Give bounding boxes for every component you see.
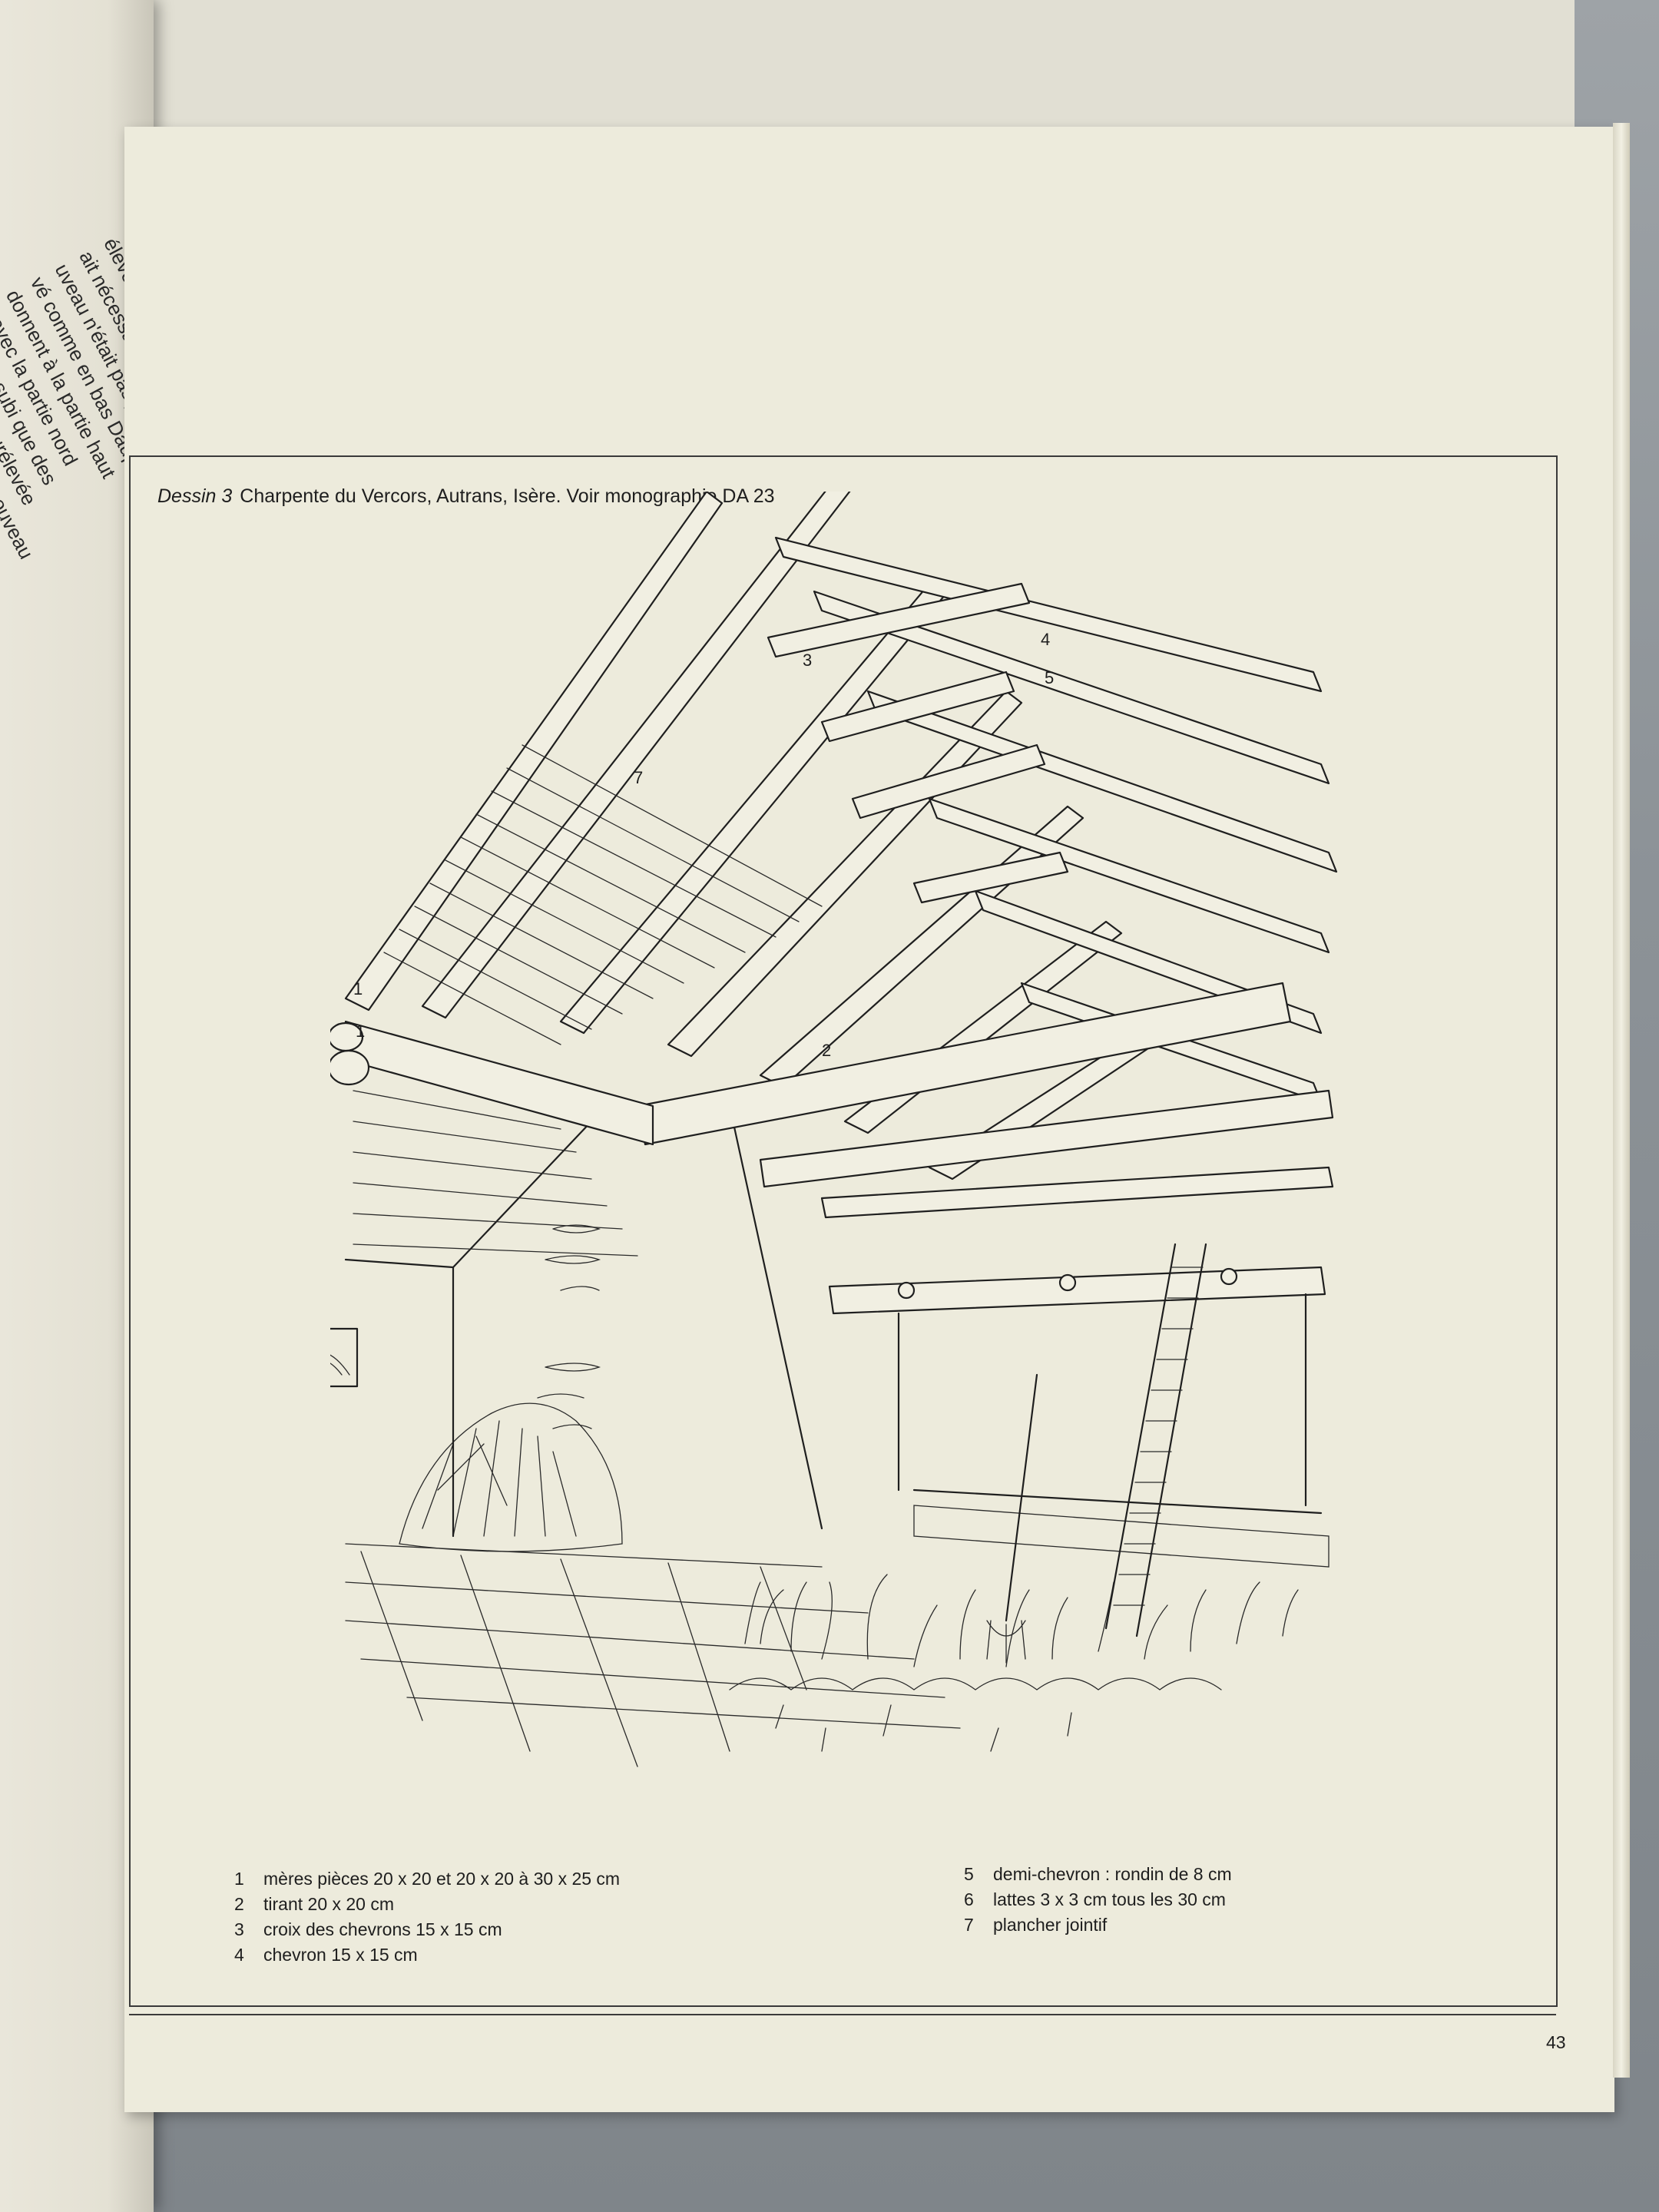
legend-text: chevron 15 x 15 cm	[263, 1945, 418, 1965]
legend-number: 7	[964, 1915, 974, 1935]
collar-beams	[767, 582, 1069, 904]
label-3: 3	[803, 651, 812, 670]
ground-planks	[345, 1543, 961, 1767]
wall-plate-logs	[330, 1022, 370, 1086]
ladder	[1104, 1243, 1207, 1637]
figure-frame	[129, 455, 1558, 2007]
legend-number: 2	[234, 1894, 244, 1914]
legend-item: 1 mères pièces 20 x 20 et 20 x 20 à 30 x …	[234, 1866, 620, 1892]
roof-frame-drawing: 4 5 3 2 6 7 1 1	[330, 492, 1338, 1767]
legend-item: 4 chevron 15 x 15 cm	[234, 1942, 620, 1968]
page-edge	[1613, 123, 1630, 2078]
legend-number: 5	[964, 1864, 974, 1884]
caption-text: Charpente du Vercors, Autrans, Isère. Vo…	[240, 485, 775, 507]
legend-item: 5 demi-chevron : rondin de 8 cm	[964, 1862, 1232, 1887]
label-1-lower: 1	[356, 1022, 365, 1041]
legend-text: plancher jointif	[993, 1915, 1108, 1935]
stone-wall	[330, 1104, 823, 1538]
label-2: 2	[822, 1041, 831, 1060]
figure-caption: Dessin 3 Charpente du Vercors, Autrans, I…	[157, 485, 775, 508]
page-number: 43	[1546, 2032, 1566, 2052]
legend-text: lattes 3 x 3 cm tous les 30 cm	[993, 1889, 1226, 1909]
legend-number: 4	[234, 1945, 244, 1965]
haystack	[399, 1402, 623, 1552]
page-rule	[129, 2014, 1556, 2015]
legend-item: 3 croix des chevrons 15 x 15 cm	[234, 1917, 620, 1942]
label-1-upper: 1	[353, 979, 363, 998]
legend-right: 5 demi-chevron : rondin de 8 cm 6 lattes 3 …	[964, 1862, 1232, 1938]
underlying-page	[115, 0, 1575, 131]
pitchfork	[986, 1373, 1038, 1664]
legend-text: tirant 20 x 20 cm	[263, 1894, 395, 1914]
label-7: 7	[634, 768, 643, 787]
legend-item: 2 tirant 20 x 20 cm	[234, 1892, 620, 1917]
legend-number: 6	[964, 1889, 974, 1909]
label-4: 4	[1041, 630, 1050, 649]
legend-text: mères pièces 20 x 20 et 20 x 20 à 30 x 2…	[263, 1869, 621, 1889]
legend-text: croix des chevrons 15 x 15 cm	[263, 1919, 502, 1939]
tie-beams	[344, 982, 1334, 1219]
legend-number: 1	[234, 1869, 244, 1889]
label-5: 5	[1045, 668, 1054, 687]
caption-label: Dessin 3	[157, 485, 233, 507]
legend-number: 3	[234, 1919, 244, 1939]
battens	[353, 744, 823, 1257]
legend-item: 6 lattes 3 x 3 cm tous les 30 cm	[964, 1887, 1232, 1912]
legend-item: 7 plancher jointif	[964, 1912, 1232, 1938]
legend-left: 1 mères pièces 20 x 20 et 20 x 20 à 30 x …	[234, 1866, 620, 1968]
loft-floor	[828, 1266, 1330, 1568]
grass-tufts	[729, 1574, 1299, 1752]
legend-text: demi-chevron : rondin de 8 cm	[993, 1864, 1232, 1884]
wall-window	[330, 1327, 359, 1388]
